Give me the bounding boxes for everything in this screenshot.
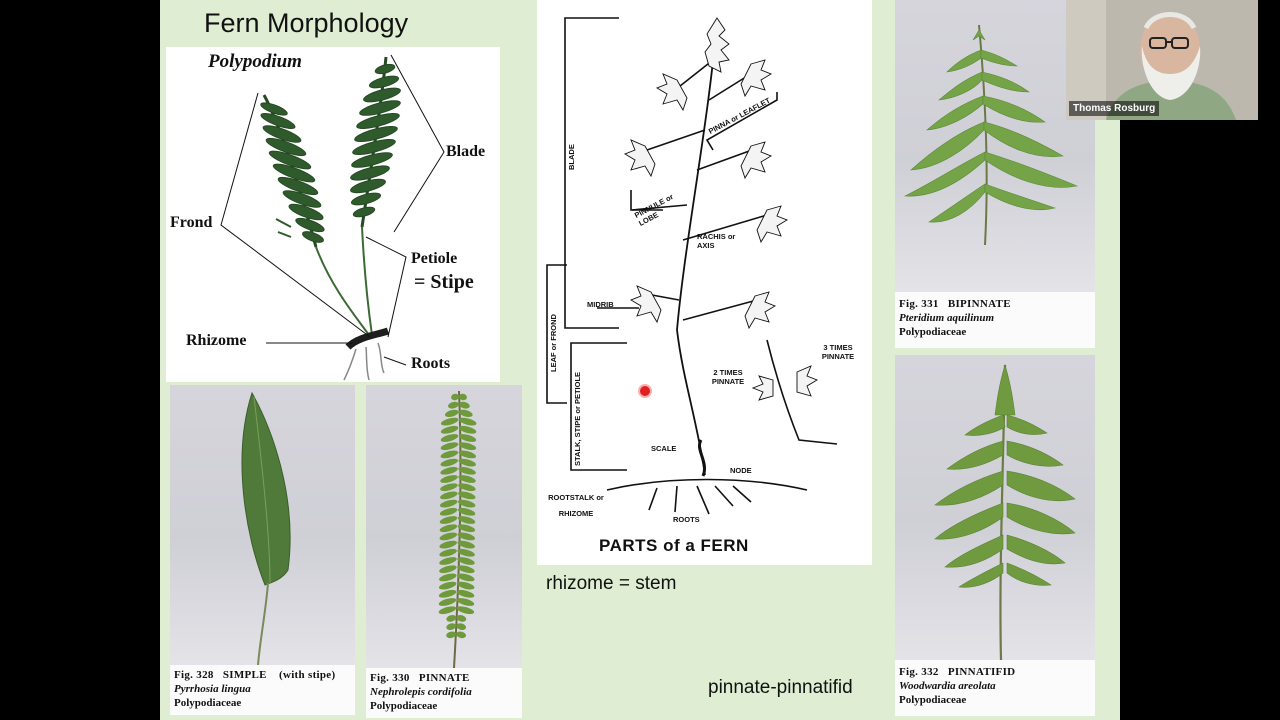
fig330-title: Fig. 330 PINNATE <box>370 672 470 684</box>
left-frond <box>260 94 325 248</box>
pinnate-note: pinnate-pinnatifid <box>708 677 853 698</box>
rhizome-label: Rhizome <box>186 332 247 349</box>
fig331-caption: Fig. 331 BIPINNATE Pteridium aquilinum P… <box>895 292 1095 348</box>
diagram-rachis-label: RACHIS or AXIS <box>697 232 736 250</box>
simple-frond-illustration <box>241 391 291 665</box>
fig328-species: Pyrrhosia lingua <box>174 683 251 695</box>
fig330-photo <box>366 385 522 668</box>
petiole-label: Petiole <box>411 250 458 267</box>
polypodium-panel: Polypodium <box>166 47 500 382</box>
fig330-species: Nephrolepis cordifolia <box>370 686 472 698</box>
fig332-caption: Fig. 332 PINNATIFID Woodwardia areolata … <box>895 660 1095 716</box>
roots-label: Roots <box>411 355 451 372</box>
diagram-blade-label: BLADE <box>567 144 576 170</box>
fig332-photo <box>895 355 1095 660</box>
slide-title: Fern Morphology <box>204 8 409 38</box>
participant-video-tile[interactable]: Thomas Rosburg <box>1066 0 1258 120</box>
pinnate-frond-illustration <box>438 390 477 668</box>
fig331-family: Polypodiaceae <box>899 326 967 338</box>
fig328-title: Fig. 328 SIMPLE (with stipe) <box>174 669 336 681</box>
fig332-title: Fig. 332 PINNATIFID <box>899 666 1016 678</box>
fig330-caption: Fig. 330 PINNATE Nephrolepis cordifolia … <box>366 668 522 718</box>
diagram-two-times-label: 2 TIMES PINNATE <box>711 368 745 386</box>
fig332-species: Woodwardia areolata <box>899 680 996 692</box>
polypodium-illustration <box>220 54 445 381</box>
fig330-family: Polypodiaceae <box>370 700 438 712</box>
fern-diagram-illustration <box>546 17 838 515</box>
laser-pointer-icon <box>640 386 650 396</box>
fig332-family: Polypodiaceae <box>899 694 967 706</box>
diagram-rootstalk-label: ROOTSTALK or RHIZOME <box>548 493 604 518</box>
fig328-photo <box>170 385 355 665</box>
parts-of-fern-diagram: BLADE PINNA or LEAFLET PINNULE or LOBE R… <box>537 0 872 565</box>
diagram-title: PARTS of a FERN <box>599 536 749 555</box>
participant-name-label: Thomas Rosburg <box>1069 101 1160 116</box>
fig331-title: Fig. 331 BIPINNATE <box>899 298 1011 310</box>
right-frond <box>350 56 401 228</box>
genus-label: Polypodium <box>208 51 302 72</box>
rhizome-note: rhizome = stem <box>546 573 677 594</box>
diagram-midrib-label: MIDRIB <box>587 300 614 309</box>
diagram-roots-label: ROOTS <box>673 515 700 524</box>
diagram-node-label: NODE <box>730 466 752 475</box>
presentation-slide: Fern Morphology Polypodium <box>160 0 1120 720</box>
diagram-stalk-label: STALK, STIPE or PETIOLE <box>573 371 582 466</box>
pinnatifid-frond-illustration <box>934 363 1076 660</box>
bipinnate-frond-illustration <box>903 24 1079 246</box>
blade-label: Blade <box>446 143 486 160</box>
fig331-photo <box>895 0 1095 292</box>
stipe-label: = Stipe <box>414 271 474 293</box>
diagram-leaf-label: LEAF or FROND <box>549 314 558 372</box>
fig331-species: Pteridium aquilinum <box>899 312 995 324</box>
diagram-three-times-label: 3 TIMES PINNATE <box>821 343 855 361</box>
fig328-caption: Fig. 328 SIMPLE (with stipe) Pyrrhosia l… <box>170 665 355 715</box>
fig328-family: Polypodiaceae <box>174 697 242 709</box>
diagram-scale-label: SCALE <box>651 444 677 453</box>
frond-label: Frond <box>170 214 213 231</box>
